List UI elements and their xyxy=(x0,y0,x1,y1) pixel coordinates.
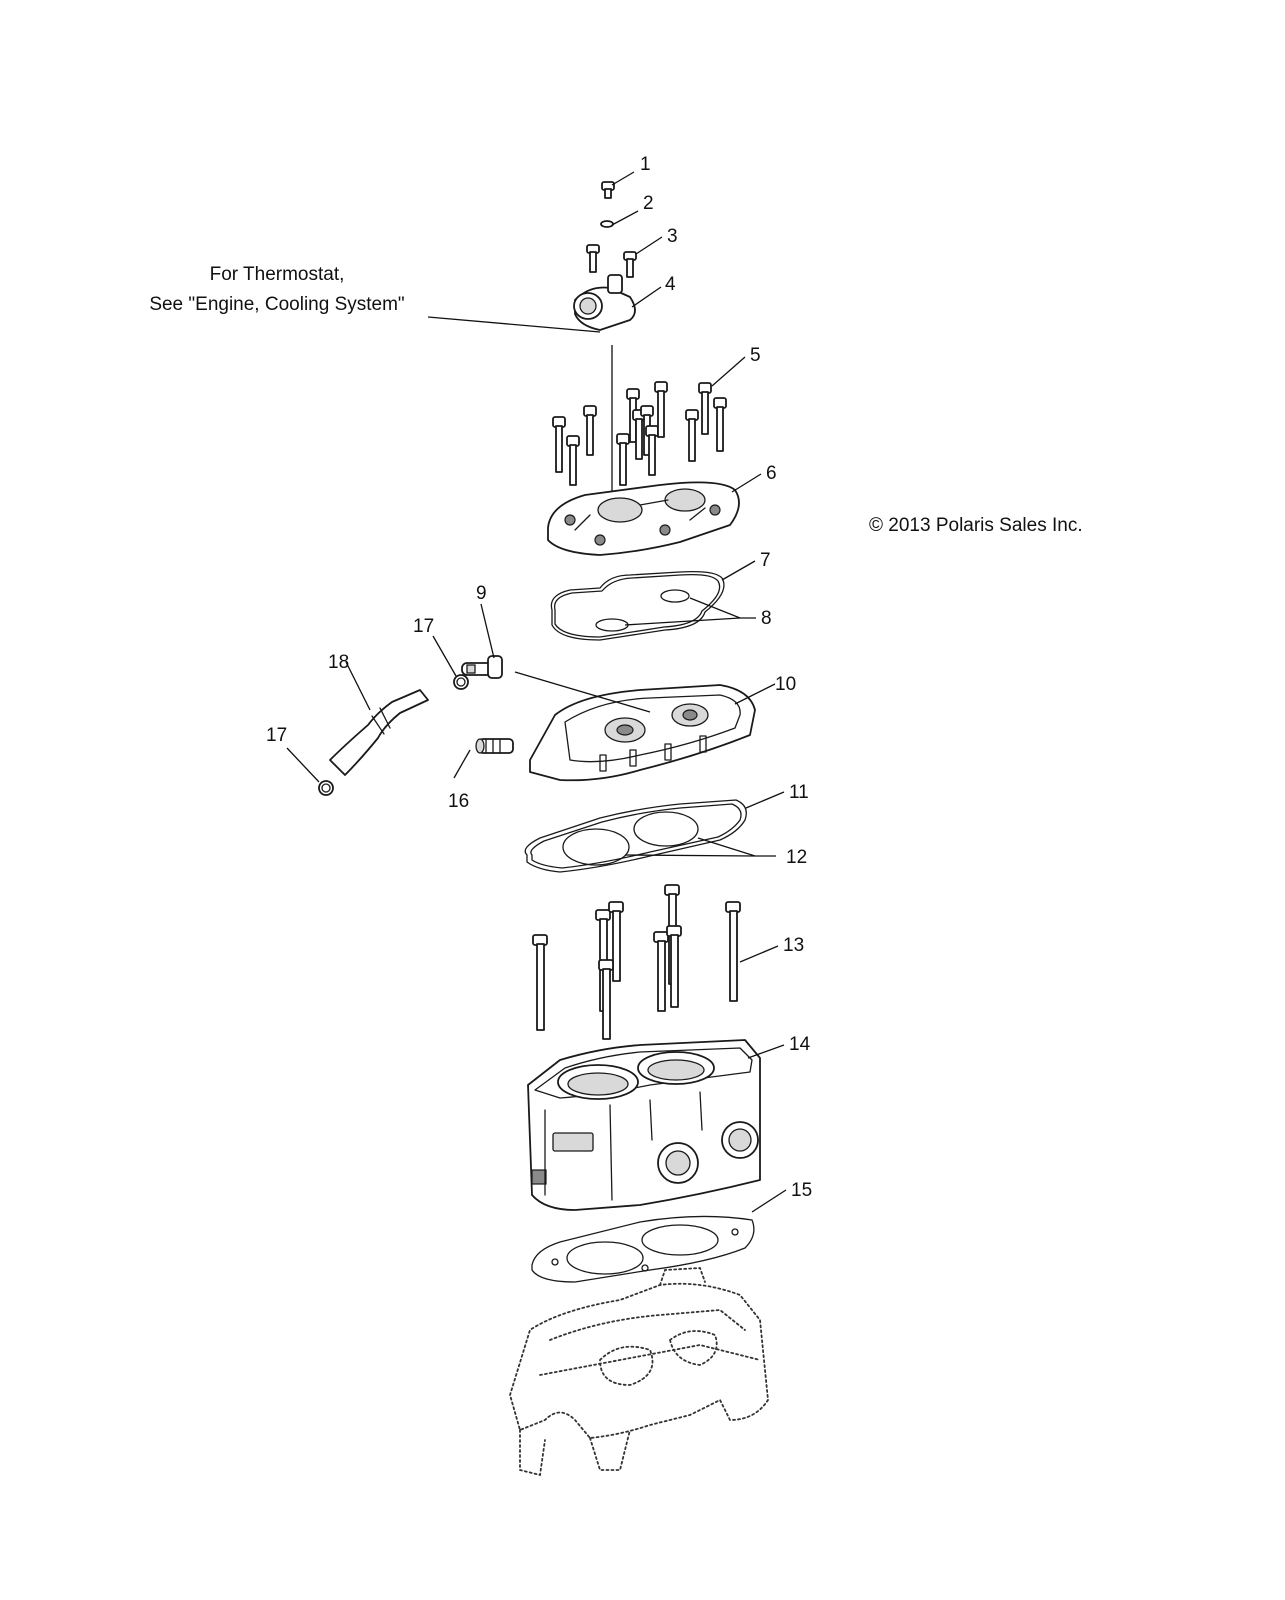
callout-5: 5 xyxy=(750,345,761,366)
callout-17-lower: 17 xyxy=(266,725,287,746)
thermostat-note-line2: See "Engine, Cooling System" xyxy=(149,294,404,315)
callout-1: 1 xyxy=(640,154,651,175)
part-1-bolt xyxy=(601,181,615,199)
part-2-washer xyxy=(600,220,614,228)
part-17-clamp-upper xyxy=(453,674,469,690)
thermostat-note-leader xyxy=(427,316,601,333)
part-10-cylinder-head xyxy=(514,671,756,782)
part-6-head-cover xyxy=(547,481,740,556)
callout-6: 6 xyxy=(766,463,777,484)
callout-13: 13 xyxy=(783,935,804,956)
copyright-text: © 2013 Polaris Sales Inc. xyxy=(869,515,1083,536)
callout-7: 7 xyxy=(760,550,771,571)
thermostat-note-line1: For Thermostat, xyxy=(210,264,345,285)
thermostat-note: For Thermostat, See "Engine, Cooling Sys… xyxy=(149,264,601,333)
callout-10: 10 xyxy=(775,674,796,695)
part-12-fire-rings xyxy=(562,811,699,866)
part-11-head-gasket xyxy=(524,799,747,873)
callout-2: 2 xyxy=(643,193,654,214)
callout-leaders xyxy=(286,171,787,1213)
part-4-thermostat-housing xyxy=(573,274,636,331)
part-14-cylinder xyxy=(527,1039,761,1211)
part-17-clamp-lower xyxy=(318,780,334,796)
callout-16: 16 xyxy=(448,791,469,812)
callout-3: 3 xyxy=(667,226,678,247)
part-18-hose xyxy=(329,689,429,776)
callout-11: 11 xyxy=(789,782,809,803)
callout-14: 14 xyxy=(789,1034,811,1055)
callout-12: 12 xyxy=(786,847,807,868)
callout-8: 8 xyxy=(761,608,772,629)
part-5-head-bolts xyxy=(552,381,727,486)
part-7-gasket xyxy=(550,570,725,641)
part-8-o-rings xyxy=(595,589,690,632)
part-15-base-gasket xyxy=(531,1215,755,1283)
crankcase-phantom xyxy=(509,1267,769,1477)
part-13-cylinder-bolts xyxy=(532,884,741,1040)
callout-18: 18 xyxy=(328,652,349,673)
part-3-bolts xyxy=(586,244,637,278)
callout-numbers: 1 2 3 4 5 6 7 8 9 10 11 12 13 14 15 16 1… xyxy=(266,154,812,1201)
callout-17-upper: 17 xyxy=(413,616,434,637)
part-16-fitting xyxy=(475,738,514,754)
callout-4: 4 xyxy=(665,274,676,295)
part-10-leader-to-9 xyxy=(514,671,651,713)
part-9-elbow-fitting xyxy=(461,655,503,679)
callout-15: 15 xyxy=(791,1180,812,1201)
callout-9: 9 xyxy=(476,583,487,604)
